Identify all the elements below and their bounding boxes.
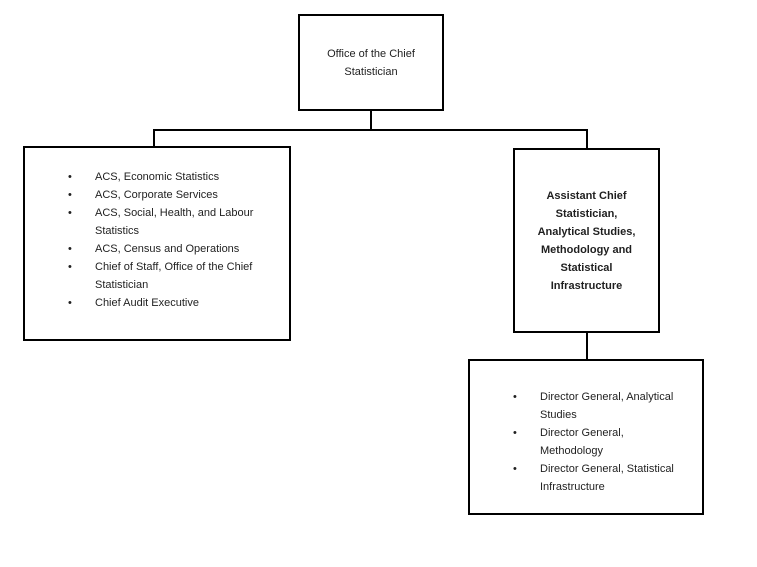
- list-item: • ACS, Economic Statistics: [25, 168, 289, 186]
- director-general-list: • Director General, Analytical Studies •…: [470, 388, 702, 496]
- connector-right-vertical: [586, 131, 588, 148]
- list-item: • Chief of Staff, Office of the Chief St…: [25, 258, 289, 294]
- list-item: • ACS, Corporate Services: [25, 186, 289, 204]
- list-item-label: Chief Audit Executive: [95, 297, 199, 309]
- list-item-label: ACS, Economic Statistics: [95, 171, 220, 183]
- list-item: • ACS, Census and Operations: [25, 240, 289, 258]
- list-item-label: ACS, Social, Health, and Labour Statisti…: [95, 207, 254, 237]
- connector-horizontal: [153, 129, 588, 131]
- bullet-marker: •: [513, 427, 517, 439]
- connector-bottom-vertical: [586, 333, 588, 359]
- org-box-title: Office of the Chief Statistician: [327, 47, 415, 78]
- list-item-label: ACS, Census and Operations: [95, 243, 240, 255]
- org-box-title: Assistant Chief Statistician, Analytical…: [537, 189, 636, 292]
- org-box-office-of-the-chief-statistician: Office of the Chief Statistician: [298, 14, 444, 111]
- list-item: • Chief Audit Executive: [25, 294, 289, 312]
- bullet-marker: •: [68, 261, 72, 273]
- bullet-marker: •: [68, 207, 72, 219]
- list-item: • ACS, Social, Health, and Labour Statis…: [25, 204, 289, 240]
- connector-top-vertical: [370, 111, 372, 129]
- list-item-label: Director General, Statistical Infrastruc…: [540, 463, 674, 493]
- list-item: • Director General, Statistical Infrastr…: [470, 460, 702, 496]
- org-box-director-general-list: • Director General, Analytical Studies •…: [468, 359, 704, 515]
- org-box-assistant-chief-statistician: Assistant Chief Statistician, Analytical…: [513, 148, 660, 333]
- list-item-label: Chief of Staff, Office of the Chief Stat…: [95, 261, 253, 291]
- bullet-marker: •: [68, 243, 72, 255]
- list-item: • Director General, Methodology: [470, 424, 702, 460]
- bullet-marker: •: [68, 297, 72, 309]
- acs-list: • ACS, Economic Statistics • ACS, Corpor…: [25, 168, 289, 312]
- list-item-label: ACS, Corporate Services: [95, 189, 218, 201]
- connector-left-vertical: [153, 131, 155, 146]
- bullet-marker: •: [513, 463, 517, 475]
- bullet-marker: •: [68, 171, 72, 183]
- list-item-label: Director General, Analytical Studies: [540, 391, 674, 421]
- list-item-label: Director General, Methodology: [540, 427, 624, 457]
- list-item: • Director General, Analytical Studies: [470, 388, 702, 424]
- org-box-acs-list: • ACS, Economic Statistics • ACS, Corpor…: [23, 146, 291, 341]
- bullet-marker: •: [513, 391, 517, 403]
- bullet-marker: •: [68, 189, 72, 201]
